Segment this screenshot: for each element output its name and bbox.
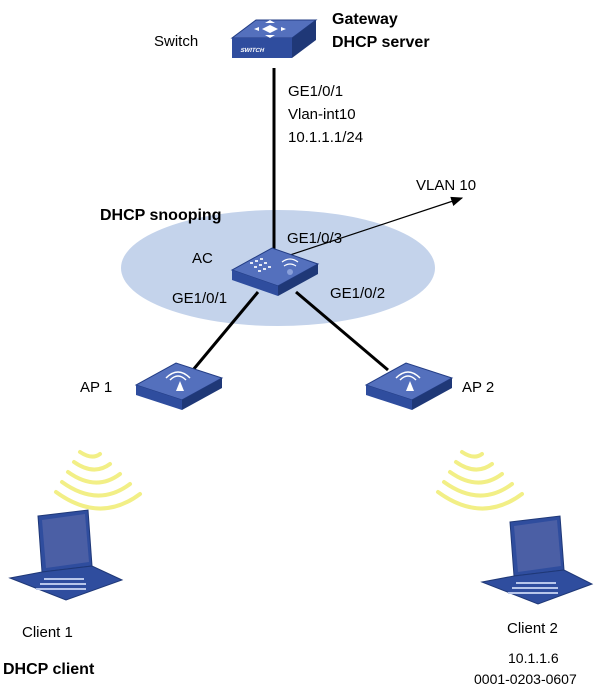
link-ac-ap2 xyxy=(295,290,389,372)
switch-icon[interactable]: SWITCH xyxy=(230,19,318,58)
switch-port-label: GE1/0/1 xyxy=(288,83,343,100)
switch-vlan-int-label: Vlan-int10 xyxy=(288,106,356,123)
laptop-icon[interactable] xyxy=(480,515,594,605)
ac-port2-label: GE1/0/2 xyxy=(330,285,385,302)
dhcp-client-label: DHCP client xyxy=(3,661,95,678)
vlan-arrow xyxy=(286,196,464,257)
vlan-label: VLAN 10 xyxy=(416,177,476,194)
access-controller-icon[interactable] xyxy=(230,247,320,296)
link-ac-ap1 xyxy=(191,291,260,371)
gateway-label: Gateway xyxy=(332,11,398,28)
switch-label: Switch xyxy=(154,33,198,50)
access-point-icon[interactable] xyxy=(134,362,224,410)
client2-mac-label: 0001-0203-0607 xyxy=(474,671,577,687)
client2-ip-label: 10.1.1.6 xyxy=(508,650,559,666)
ap2-label: AP 2 xyxy=(462,379,494,396)
switch-badge: SWITCH xyxy=(240,47,265,54)
wireless-signal-icon xyxy=(54,450,142,511)
client1-label: Client 1 xyxy=(22,624,73,641)
ap1-label: AP 1 xyxy=(80,379,112,396)
ac-port1-label: GE1/0/1 xyxy=(172,290,227,307)
wireless-signal-icon xyxy=(436,450,524,511)
client2-label: Client 2 xyxy=(507,620,558,637)
dhcp-snooping-label: DHCP snooping xyxy=(100,207,221,224)
ac-uplink-label: GE1/0/3 xyxy=(287,230,342,247)
access-point-icon[interactable] xyxy=(364,362,454,410)
laptop-icon[interactable] xyxy=(8,509,124,601)
ac-label: AC xyxy=(192,250,213,267)
switch-ip-label: 10.1.1.1/24 xyxy=(288,129,363,146)
dhcp-server-label: DHCP server xyxy=(332,34,430,51)
